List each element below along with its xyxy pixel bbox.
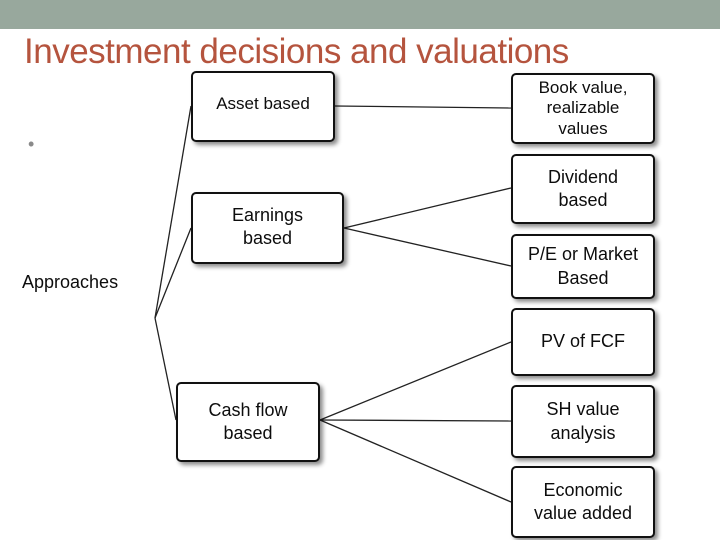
root-node-approaches: Approaches (20, 271, 121, 294)
method-box-book-value: Book value, realizable values (511, 73, 655, 144)
connector-cashflow-pv (319, 341, 512, 421)
method-label-line: realizable (546, 98, 620, 118)
category-label: Asset based (216, 93, 310, 113)
slide-title: Investment decisions and valuations (24, 32, 569, 71)
method-label-line: Economic (543, 479, 623, 500)
method-box-pv-of-fcf: PV of FCF (511, 308, 655, 376)
method-label-line: Based (557, 267, 609, 288)
connector-cashflow-eva (319, 419, 512, 503)
method-label-line: PV of FCF (540, 331, 625, 352)
connector-root-earnings (154, 227, 192, 319)
method-label-line: P/E or Market (527, 244, 639, 265)
method-label-line: analysis (550, 422, 616, 443)
connector-earnings-pe (343, 227, 512, 267)
method-box-pe-market: P/E or Market Based (511, 234, 655, 299)
method-label-line: Dividend (547, 166, 619, 187)
connector-earnings-dividend (343, 187, 512, 229)
category-label-line: Earnings (231, 205, 304, 225)
category-box-earnings-based: Earnings based (191, 192, 344, 264)
method-label-line: value added (533, 503, 633, 523)
method-box-dividend-based: Dividend based (511, 154, 655, 224)
category-label-line: Cash flow (208, 399, 288, 420)
method-label-line: values (558, 118, 608, 138)
connector-asset-book (334, 105, 512, 109)
category-label-line: based (223, 423, 273, 443)
connector-root-cashflow (154, 317, 177, 421)
method-label-line: based (558, 190, 608, 210)
method-label-line: Book value, (538, 77, 628, 97)
method-label-line: SH value (546, 399, 620, 420)
bullet-point: • (28, 134, 35, 154)
category-label-line: based (242, 228, 293, 249)
method-box-sh-value-analysis: SH value analysis (511, 385, 655, 458)
connector-root-asset (154, 105, 192, 319)
category-box-cash-flow-based: Cash flow based (176, 382, 320, 462)
method-box-economic-value-added: Economic value added (511, 466, 655, 538)
header-bar (0, 0, 720, 29)
category-box-asset-based: Asset based (191, 71, 335, 142)
connector-cashflow-sh (319, 419, 512, 422)
